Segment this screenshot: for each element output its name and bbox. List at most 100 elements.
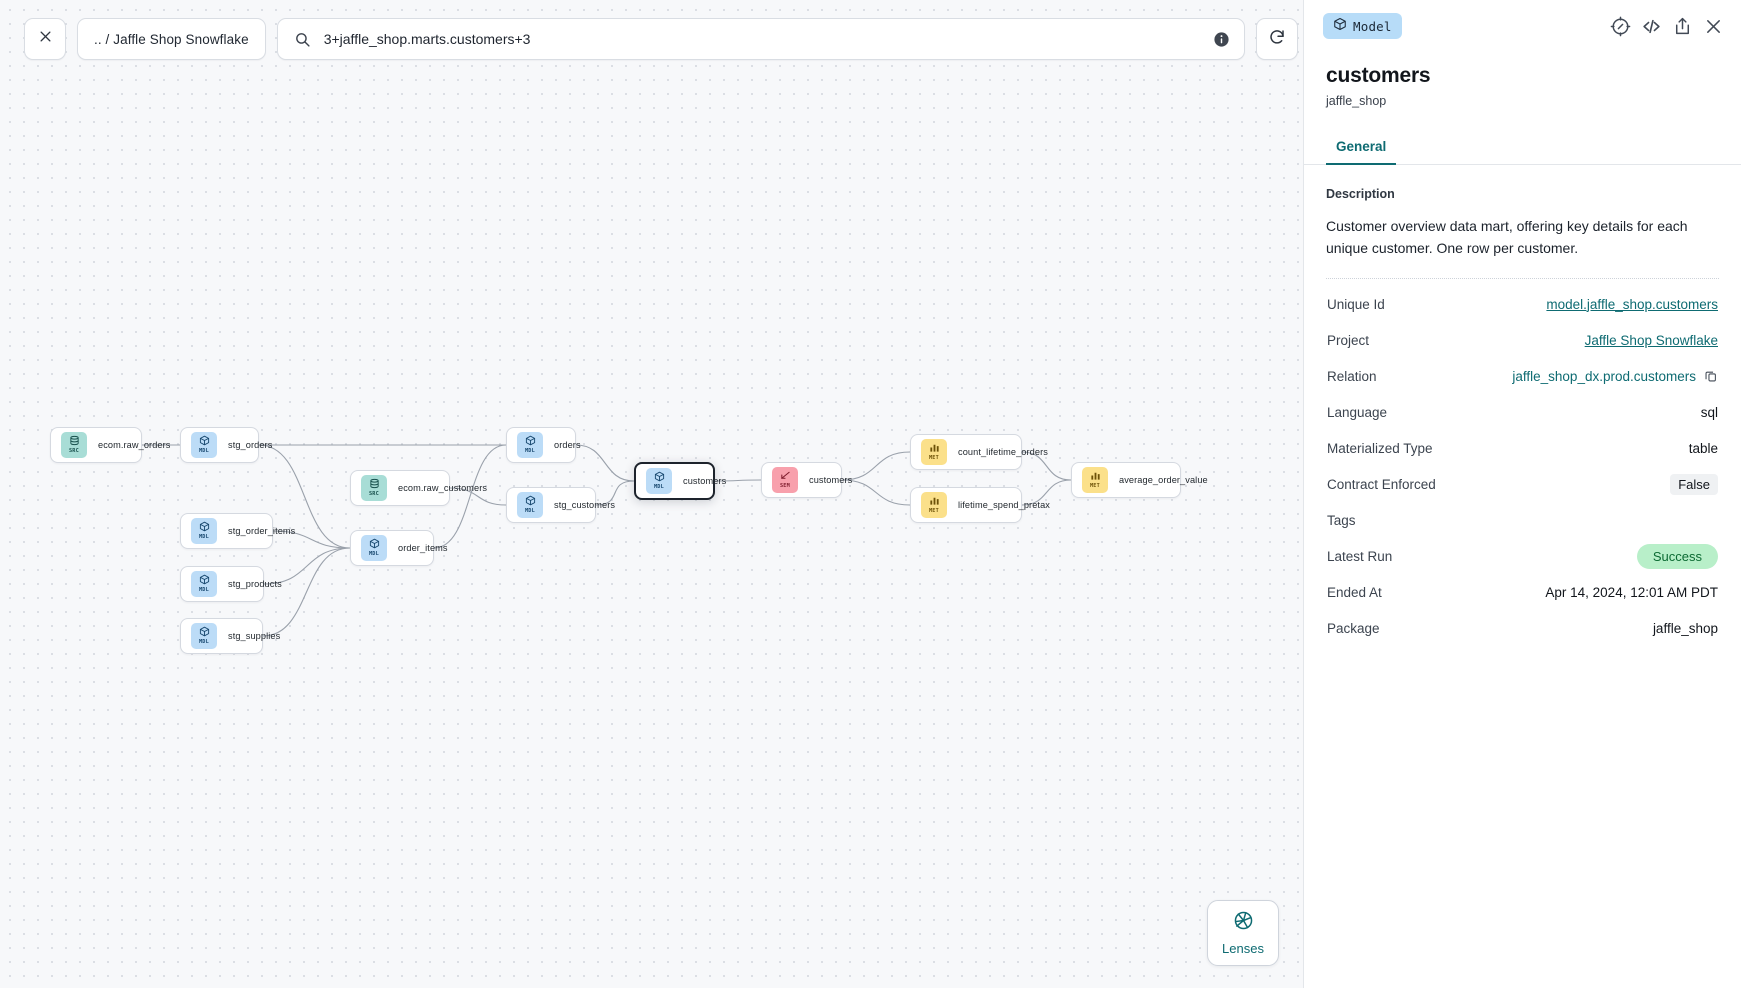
lenses-button[interactable]: Lenses [1207,900,1279,966]
mdl-badge-icon: MDL [191,432,217,458]
graph-node-stg_customers[interactable]: MDL stg_customers [506,487,615,523]
field-key: Contract Enforced [1327,476,1436,492]
field-row: Contract Enforced False [1326,466,1719,502]
met-badge-icon: MET [921,492,947,518]
breadcrumb-button[interactable]: .. / Jaffle Shop Snowflake [77,18,266,60]
info-icon[interactable] [1213,31,1230,48]
refresh-button[interactable] [1255,18,1298,60]
field-key: Latest Run [1327,548,1393,564]
field-value[interactable]: Jaffle Shop Snowflake [1584,332,1718,348]
field-row: Latest Run Success [1326,538,1719,574]
aperture-icon [1233,910,1254,936]
resource-type-label: Model [1353,18,1392,34]
description-label: Description [1326,187,1395,201]
graph-node-label: ecom.raw_customers [398,483,488,493]
field-key: Relation [1327,368,1377,384]
field-link[interactable]: jaffle_shop_dx.prod.customers [1512,368,1696,384]
mdl-badge-icon: MDL [191,518,217,544]
field-value: Success [1636,543,1718,569]
graph-edge [262,547,351,637]
graph-node-label: stg_customers [554,500,616,510]
graph-node-label: stg_products [228,579,282,589]
src-badge-icon: SRC [61,432,87,458]
breadcrumb-label: .. / Jaffle Shop Snowflake [94,31,249,47]
search-input[interactable] [321,19,1203,59]
refresh-icon [1268,28,1286,51]
focus-icon[interactable] [1610,16,1631,37]
graph-node-label: customers [809,475,853,485]
graph-node-label: count_lifetime_orders [958,447,1048,457]
field-key: Package [1327,620,1380,636]
sem-badge-icon: SEM [772,467,798,493]
graph-node-label: customers [683,476,727,486]
graph-node-stg_products[interactable]: MDL stg_products [180,566,282,602]
field-value: sql [1700,404,1718,420]
lineage-search-box[interactable] [276,18,1245,60]
close-panel-icon[interactable] [1703,16,1724,37]
graph-node-label: stg_order_items [228,526,296,536]
share-icon[interactable] [1672,16,1693,37]
code-icon[interactable] [1641,16,1662,37]
field-key: Unique Id [1327,296,1385,312]
graph-node-stg_orders[interactable]: MDL stg_orders [180,427,272,463]
graph-node-customers_semantic[interactable]: SEM customers [761,462,852,498]
lenses-label: Lenses [1222,941,1264,956]
field-key: Materialized Type [1327,440,1433,456]
description-text: Customer overview data mart, offering ke… [1326,218,1688,257]
mdl-badge-icon: MDL [646,468,672,494]
copy-icon[interactable] [1704,369,1718,383]
graph-node-label: average_order_value [1119,475,1208,485]
resource-type-chip[interactable]: Model [1323,13,1402,39]
tab-general[interactable]: General [1326,139,1397,165]
field-value: jaffle_shop [1652,620,1718,636]
graph-edge [575,444,635,482]
status-badge: Success [1636,543,1718,569]
field-row: Package jaffle_shop [1326,610,1719,646]
graph-node-customers_model[interactable]: MDL customers [634,462,726,500]
mdl-badge-icon: MDL [191,571,217,597]
field-row: Language sql [1326,394,1719,430]
field-value: table [1688,440,1718,456]
graph-node-average_order_value[interactable]: MET average_order_value [1071,462,1208,498]
graph-node-stg_supplies[interactable]: MDL stg_supplies [180,618,280,654]
mdl-badge-icon: MDL [191,623,217,649]
field-row: Tags [1326,502,1719,538]
graph-node-ecom_raw_customers[interactable]: SRC ecom.raw_customers [350,470,487,506]
mdl-badge-icon: MDL [517,492,543,518]
met-badge-icon: MET [1082,467,1108,493]
mdl-badge-icon: MDL [361,535,387,561]
panel-tabs: General [1304,138,1741,165]
graph-node-stg_order_items[interactable]: MDL stg_order_items [180,513,295,549]
graph-node-label: stg_supplies [228,631,281,641]
status-badge: False [1670,473,1718,495]
search-icon [294,31,311,48]
graph-node-order_items[interactable]: MDL order_items [350,530,448,566]
divider [1326,278,1719,280]
graph-node-label: order_items [398,543,448,553]
close-graph-button[interactable] [24,18,66,60]
graph-node-label: stg_orders [228,440,273,450]
graph-node-count_lifetime_orders[interactable]: MET count_lifetime_orders [910,434,1048,470]
field-row: Relation jaffle_shop_dx.prod.customers [1326,358,1719,394]
lineage-canvas[interactable]: .. / Jaffle Shop Snowflake [0,0,1303,988]
src-badge-icon: SRC [361,475,387,501]
field-value[interactable]: jaffle_shop_dx.prod.customers [1512,369,1718,384]
field-key: Tags [1327,512,1356,528]
cube-icon [1333,17,1347,36]
page-subtitle: jaffle_shop [1326,94,1387,108]
graph-node-label: ecom.raw_orders [98,440,171,450]
met-badge-icon: MET [921,439,947,465]
graph-node-ecom_raw_orders[interactable]: SRC ecom.raw_orders [50,427,170,463]
field-value[interactable]: model.jaffle_shop.customers [1546,296,1718,312]
panel-header: customers jaffle_shop [1304,52,1741,108]
panel-toolbar: Model [1304,0,1741,52]
field-row: Unique Id model.jaffle_shop.customers [1326,286,1719,322]
close-icon [38,29,53,49]
field-key: Language [1327,404,1388,420]
